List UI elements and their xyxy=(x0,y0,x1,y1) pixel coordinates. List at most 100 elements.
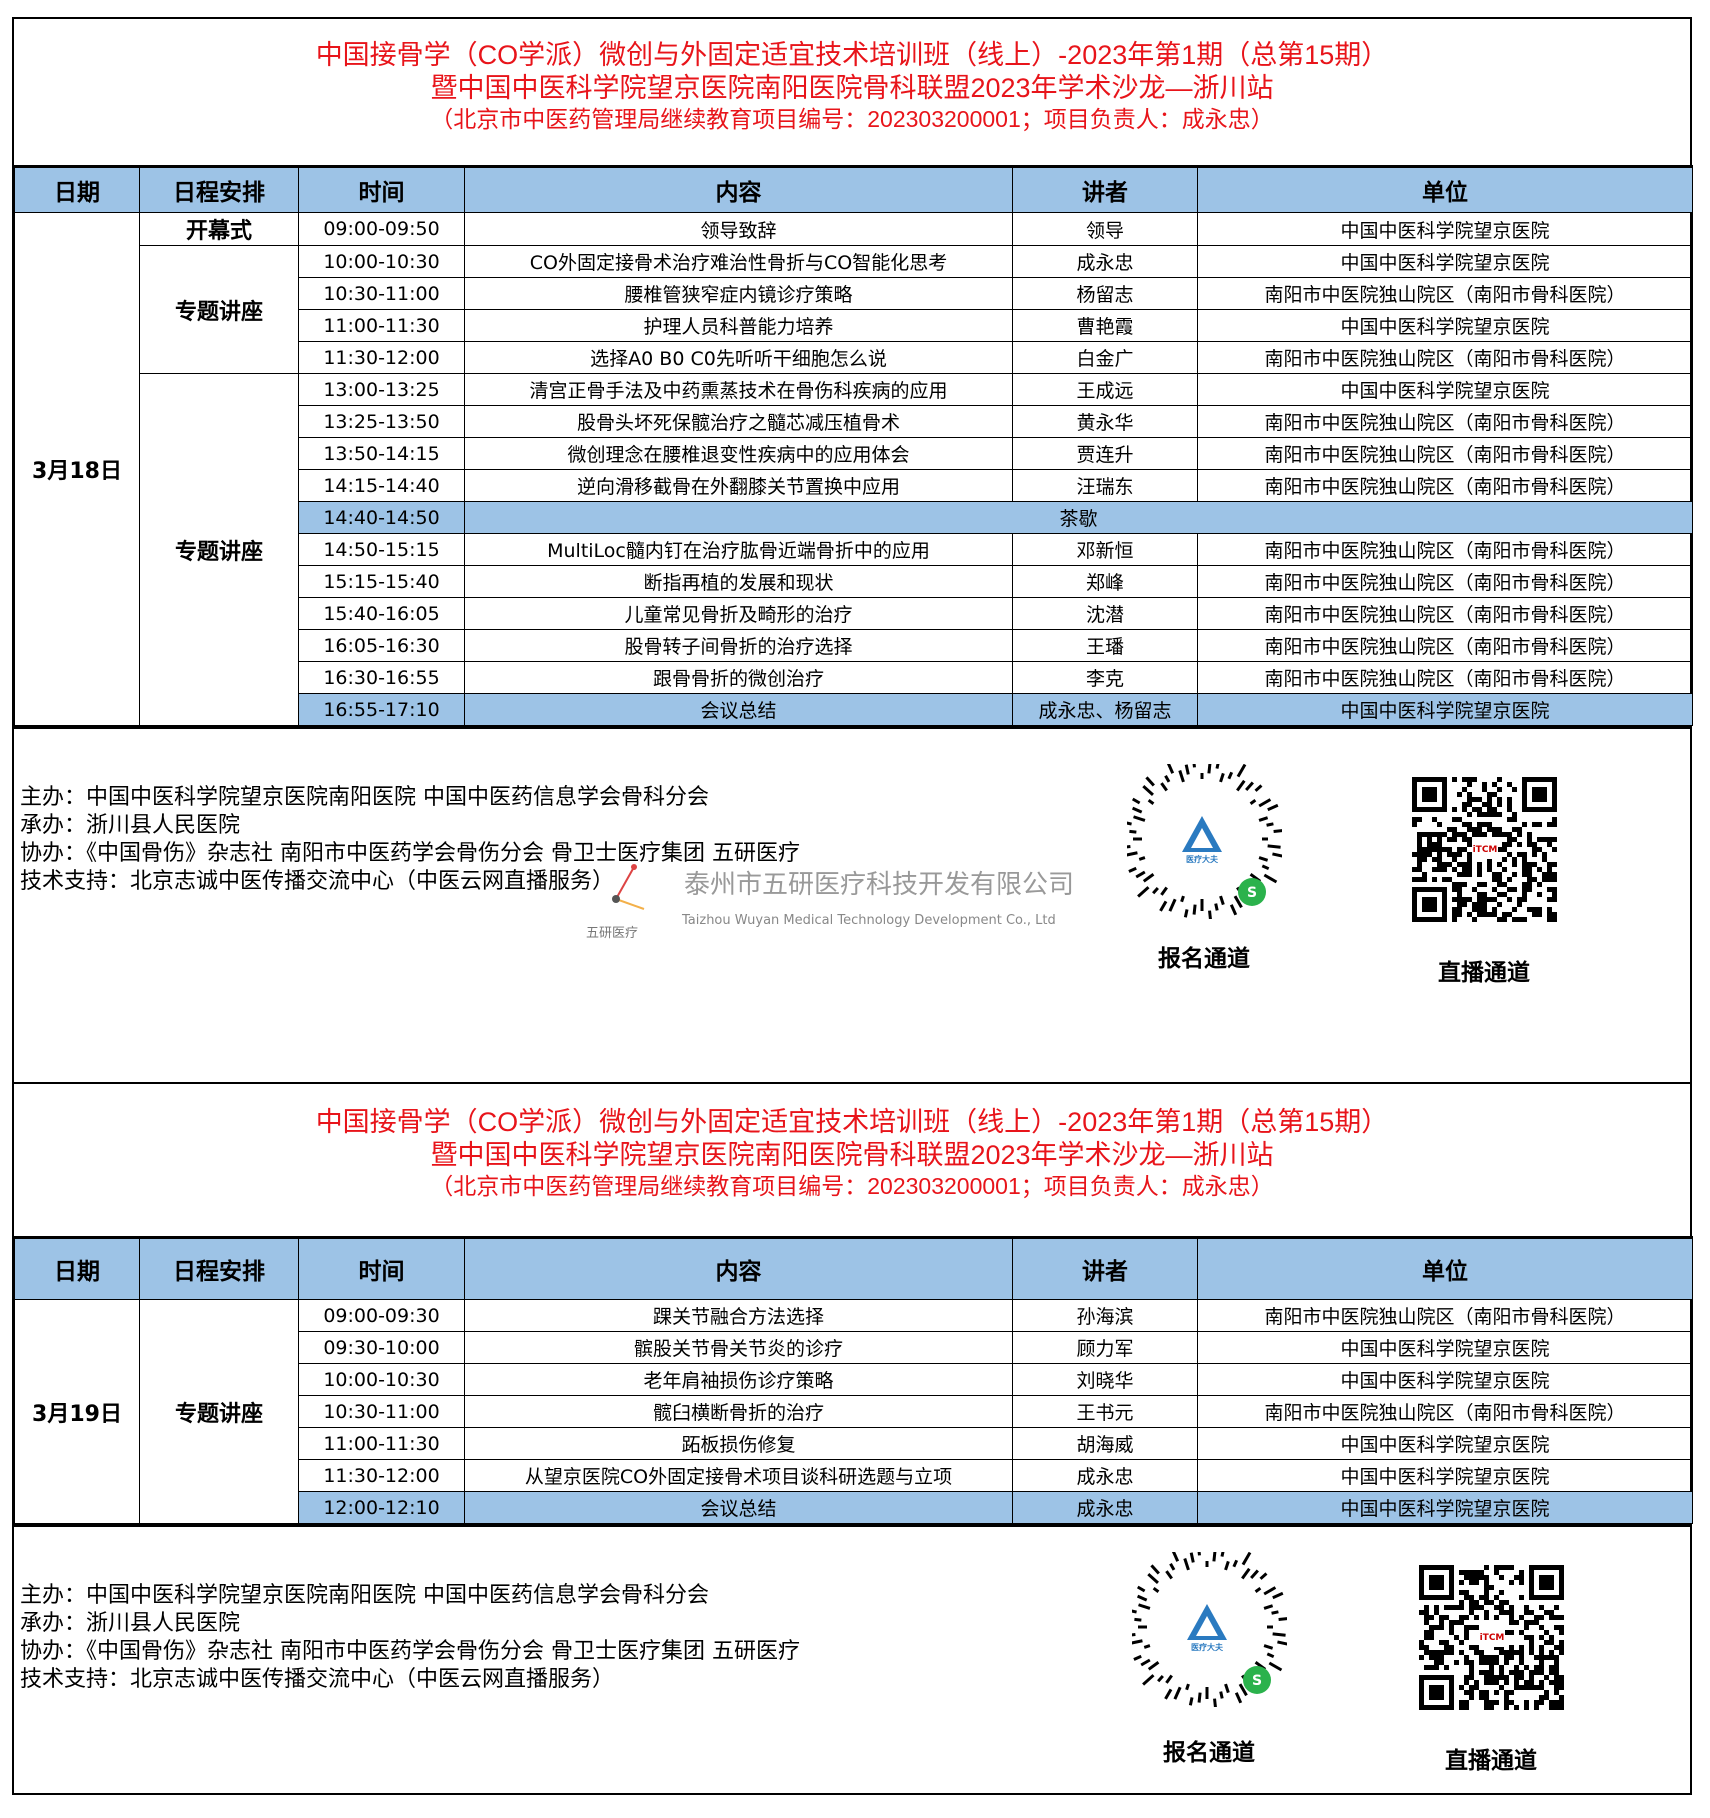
session-type-cell: 专题讲座 xyxy=(139,373,299,726)
time-cell: 15:40-16:05 xyxy=(298,597,465,630)
content-cell: 腰椎管狭窄症内镜诊疗策略 xyxy=(464,277,1013,310)
watermark-logo-text: 五研医疗 xyxy=(586,926,639,941)
speaker-cell: 成永忠 xyxy=(1012,245,1198,278)
date-cell: 3月19日 xyxy=(14,1299,140,1524)
content-cell: 断指再植的发展和现状 xyxy=(464,565,1013,598)
session-type-cell: 开幕式 xyxy=(139,212,299,246)
content-cell: 领导致辞 xyxy=(464,212,1013,246)
title-line-3: （北京市中医药管理局继续教育项目编号：202303200001；项目负责人：成永… xyxy=(430,1173,1274,1199)
organizer-line: 承办：浙川县人民医院 xyxy=(20,813,241,838)
column-header: 日期 xyxy=(14,165,140,213)
registration-label: 报名通道 xyxy=(1158,946,1250,972)
unit-cell: 中国中医科学院望京医院 xyxy=(1197,309,1693,342)
unit-cell: 南阳市中医院独山院区（南阳市骨科医院） xyxy=(1197,565,1693,598)
content-cell: 会议总结 xyxy=(464,1491,1013,1524)
organizer-line: 承办：浙川县人民医院 xyxy=(20,1611,241,1636)
schedule-sheet-day1: 中国接骨学（CO学派）微创与外固定适宜技术培训班（线上）-2023年第1期（总第… xyxy=(12,17,1693,1004)
content-cell: 会议总结 xyxy=(464,693,1013,726)
time-cell: 14:40-14:50 xyxy=(298,501,465,534)
unit-cell: 南阳市中医院独山院区（南阳市骨科医院） xyxy=(1197,661,1693,694)
watermark-logo-icon xyxy=(612,864,645,910)
unit-cell: 南阳市中医院独山院区（南阳市骨科医院） xyxy=(1197,1299,1693,1332)
watermark-company-english: Taizhou Wuyan Medical Technology Develop… xyxy=(682,913,1056,928)
title-line-3: （北京市中医药管理局继续教育项目编号：202303200001；项目负责人：成永… xyxy=(430,106,1274,132)
content-cell: 从望京医院CO外固定接骨术项目谈科研选题与立项 xyxy=(464,1459,1013,1492)
svg-text:S: S xyxy=(1246,885,1256,901)
unit-cell: 南阳市中医院独山院区（南阳市骨科医院） xyxy=(1197,437,1693,470)
unit-cell: 中国中医科学院望京医院 xyxy=(1197,1331,1693,1364)
spacer xyxy=(12,1002,1692,1084)
speaker-cell: 黄永华 xyxy=(1012,405,1198,438)
time-cell: 12:00-12:10 xyxy=(298,1491,465,1524)
host-line: 主办：中国中医科学院望京医院南阳医院 中国中医药信息学会骨科分会 xyxy=(20,1583,709,1608)
speaker-cell: 王璠 xyxy=(1012,629,1198,662)
speaker-cell: 王书元 xyxy=(1012,1395,1198,1428)
column-header: 时间 xyxy=(298,165,465,213)
speaker-cell: 领导 xyxy=(1012,212,1198,246)
svg-text:S: S xyxy=(1251,1673,1261,1689)
time-cell: 11:00-11:30 xyxy=(298,309,465,342)
livestream-qr[interactable]: iTCM 直播通道 xyxy=(1411,1565,1571,1775)
qr-code-icon[interactable]: iTCM xyxy=(1404,777,1564,928)
content-cell: 跖板损伤修复 xyxy=(464,1427,1013,1460)
column-header: 讲者 xyxy=(1012,165,1198,213)
unit-cell: 中国中医科学院望京医院 xyxy=(1197,1491,1693,1524)
column-header: 日期 xyxy=(14,1236,140,1300)
unit-cell: 南阳市中医院独山院区（南阳市骨科医院） xyxy=(1197,533,1693,566)
time-cell: 11:30-12:00 xyxy=(298,1459,465,1492)
speaker-cell: 汪瑞东 xyxy=(1012,469,1198,502)
unit-cell: 南阳市中医院独山院区（南阳市骨科医院） xyxy=(1197,597,1693,630)
unit-cell: 中国中医科学院望京医院 xyxy=(1197,693,1693,726)
table-header: 日期日程安排时间内容讲者单位 xyxy=(14,1236,1693,1300)
qr-code-icon[interactable]: iTCM xyxy=(1411,1565,1571,1716)
speaker-cell: 王成远 xyxy=(1012,373,1198,406)
content-cell: 股骨转子间骨折的治疗选择 xyxy=(464,629,1013,662)
time-cell: 13:50-14:15 xyxy=(298,437,465,470)
content-cell: 跟骨骨折的微创治疗 xyxy=(464,661,1013,694)
column-header: 时间 xyxy=(298,1236,465,1300)
content-cell: 选择A0 B0 C0先听听干细胞怎么说 xyxy=(464,341,1013,374)
co-organizer-line: 协办：《中国骨伤》杂志社 南阳市中医药学会骨伤分会 骨卫士医疗集团 五研医疗 xyxy=(20,1639,800,1664)
time-cell: 10:00-10:30 xyxy=(298,245,465,278)
schedule-sheet-day2: 中国接骨学（CO学派）微创与外固定适宜技术培训班（线上）-2023年第1期（总第… xyxy=(12,1082,1693,1795)
column-header: 日程安排 xyxy=(139,1236,299,1300)
title-line-1: 中国接骨学（CO学派）微创与外固定适宜技术培训班（线上）-2023年第1期（总第… xyxy=(315,40,1389,70)
content-cell: 股骨头坏死保髋治疗之髓芯减压植骨术 xyxy=(464,405,1013,438)
livestream-label: 直播通道 xyxy=(1445,1748,1537,1774)
livestream-qr[interactable]: iTCM 直播通道 xyxy=(1404,777,1564,987)
column-header: 日程安排 xyxy=(139,165,299,213)
unit-cell: 南阳市中医院独山院区（南阳市骨科医院） xyxy=(1197,629,1693,662)
event-title: 中国接骨学（CO学派）微创与外固定适宜技术培训班（线上）-2023年第1期（总第… xyxy=(14,19,1690,165)
title-line-1: 中国接骨学（CO学派）微创与外固定适宜技术培训班（线上）-2023年第1期（总第… xyxy=(315,1107,1389,1137)
unit-cell: 中国中医科学院望京医院 xyxy=(1197,245,1693,278)
time-cell: 09:00-09:30 xyxy=(298,1299,465,1332)
speaker-cell: 贾连升 xyxy=(1012,437,1198,470)
break-cell: 茶歇 xyxy=(464,501,1693,534)
time-cell: 13:25-13:50 xyxy=(298,405,465,438)
svg-text:iTCM: iTCM xyxy=(1472,845,1497,855)
co-organizer-line: 协办：《中国骨伤》杂志社 南阳市中医药学会骨伤分会 骨卫士医疗集团 五研医疗 xyxy=(20,841,800,866)
speaker-cell: 刘晓华 xyxy=(1012,1363,1198,1396)
column-header: 内容 xyxy=(464,165,1013,213)
speaker-cell: 孙海滨 xyxy=(1012,1299,1198,1332)
time-cell: 11:30-12:00 xyxy=(298,341,465,374)
time-cell: 16:30-16:55 xyxy=(298,661,465,694)
time-cell: 16:05-16:30 xyxy=(298,629,465,662)
speaker-cell: 顾力军 xyxy=(1012,1331,1198,1364)
unit-cell: 南阳市中医院独山院区（南阳市骨科医院） xyxy=(1197,405,1693,438)
